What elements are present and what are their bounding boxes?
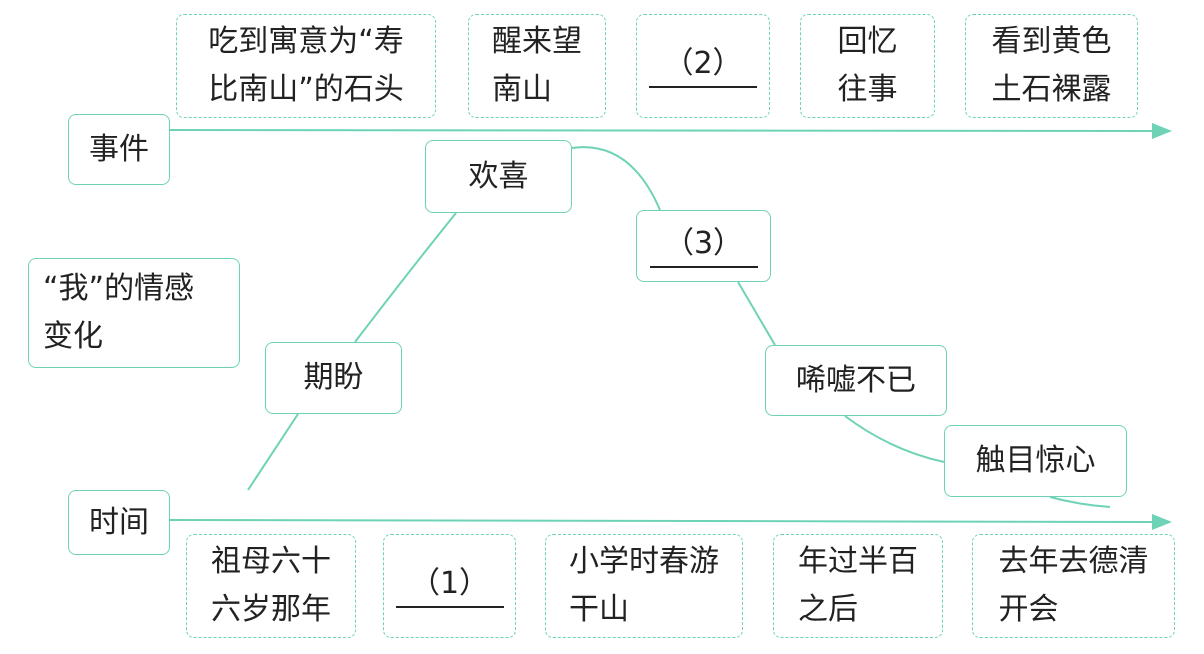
answer-blank-line[interactable] <box>395 606 504 608</box>
answer-blank-line[interactable] <box>649 86 757 88</box>
event-blank-box: （2） <box>636 14 770 118</box>
emotion-curve-rise <box>354 212 457 343</box>
emotion-curve-fall <box>737 281 776 346</box>
event-text: 吃到寓意为“寿 比南山”的石头 <box>208 24 404 107</box>
time-text: 祖母六十 六岁那年 <box>211 544 331 627</box>
time-box: 去年去德清 开会 <box>972 534 1175 638</box>
emotion-box: 触目惊心 <box>944 425 1127 497</box>
event-text: 醒来望 南山 <box>492 24 582 107</box>
event-box: 醒来望 南山 <box>468 14 606 118</box>
emotion-curve-drop <box>844 415 945 463</box>
emotion-text: 唏嘘不已 <box>796 362 916 398</box>
emotion-box: 唏嘘不已 <box>765 345 947 416</box>
emotion-text: 触目惊心 <box>975 443 1096 478</box>
event-box: 看到黄色 土石裸露 <box>965 14 1138 118</box>
time-label: 时间 <box>68 490 170 555</box>
emotion-text: 期盼 <box>303 360 364 395</box>
blank-label: （3） <box>663 226 744 261</box>
blank-label: （2） <box>663 46 743 81</box>
event-box: 吃到寓意为“寿 比南山”的石头 <box>176 14 436 118</box>
emotion-box: 欢喜 <box>425 140 572 213</box>
time-blank-box: （1） <box>383 534 516 638</box>
event-box: 回忆 往事 <box>800 14 935 118</box>
time-axis-arrow <box>169 513 1172 530</box>
emotion-blank-box: （3） <box>636 210 771 282</box>
answer-blank-line[interactable] <box>649 266 758 268</box>
emotion-curve-start <box>247 413 299 491</box>
emotion-curve-end <box>1049 496 1111 508</box>
time-text: 小学时春游 干山 <box>569 544 719 627</box>
time-box: 小学时春游 干山 <box>545 534 743 638</box>
time-text: 年过半百 之后 <box>798 544 918 627</box>
event-text: 看到黄色 土石裸露 <box>991 24 1112 107</box>
event-text: 回忆 往事 <box>837 24 898 107</box>
emotion-text: 欢喜 <box>468 158 529 194</box>
emotion-label: “我”的情感变化 <box>28 258 240 368</box>
emotion-box: 期盼 <box>265 342 402 414</box>
time-text: 去年去德清 开会 <box>998 544 1149 627</box>
events-label-text: 事件 <box>89 131 149 167</box>
events-label: 事件 <box>68 114 170 185</box>
emotion-label-text: “我”的情感变化 <box>43 271 195 354</box>
emotion-curve-peak <box>571 146 661 211</box>
time-box: 祖母六十 六岁那年 <box>186 534 356 638</box>
time-box: 年过半百 之后 <box>773 534 943 638</box>
blank-label: （1） <box>409 566 490 601</box>
time-label-text: 时间 <box>89 504 149 540</box>
event-axis-arrow <box>169 122 1172 139</box>
